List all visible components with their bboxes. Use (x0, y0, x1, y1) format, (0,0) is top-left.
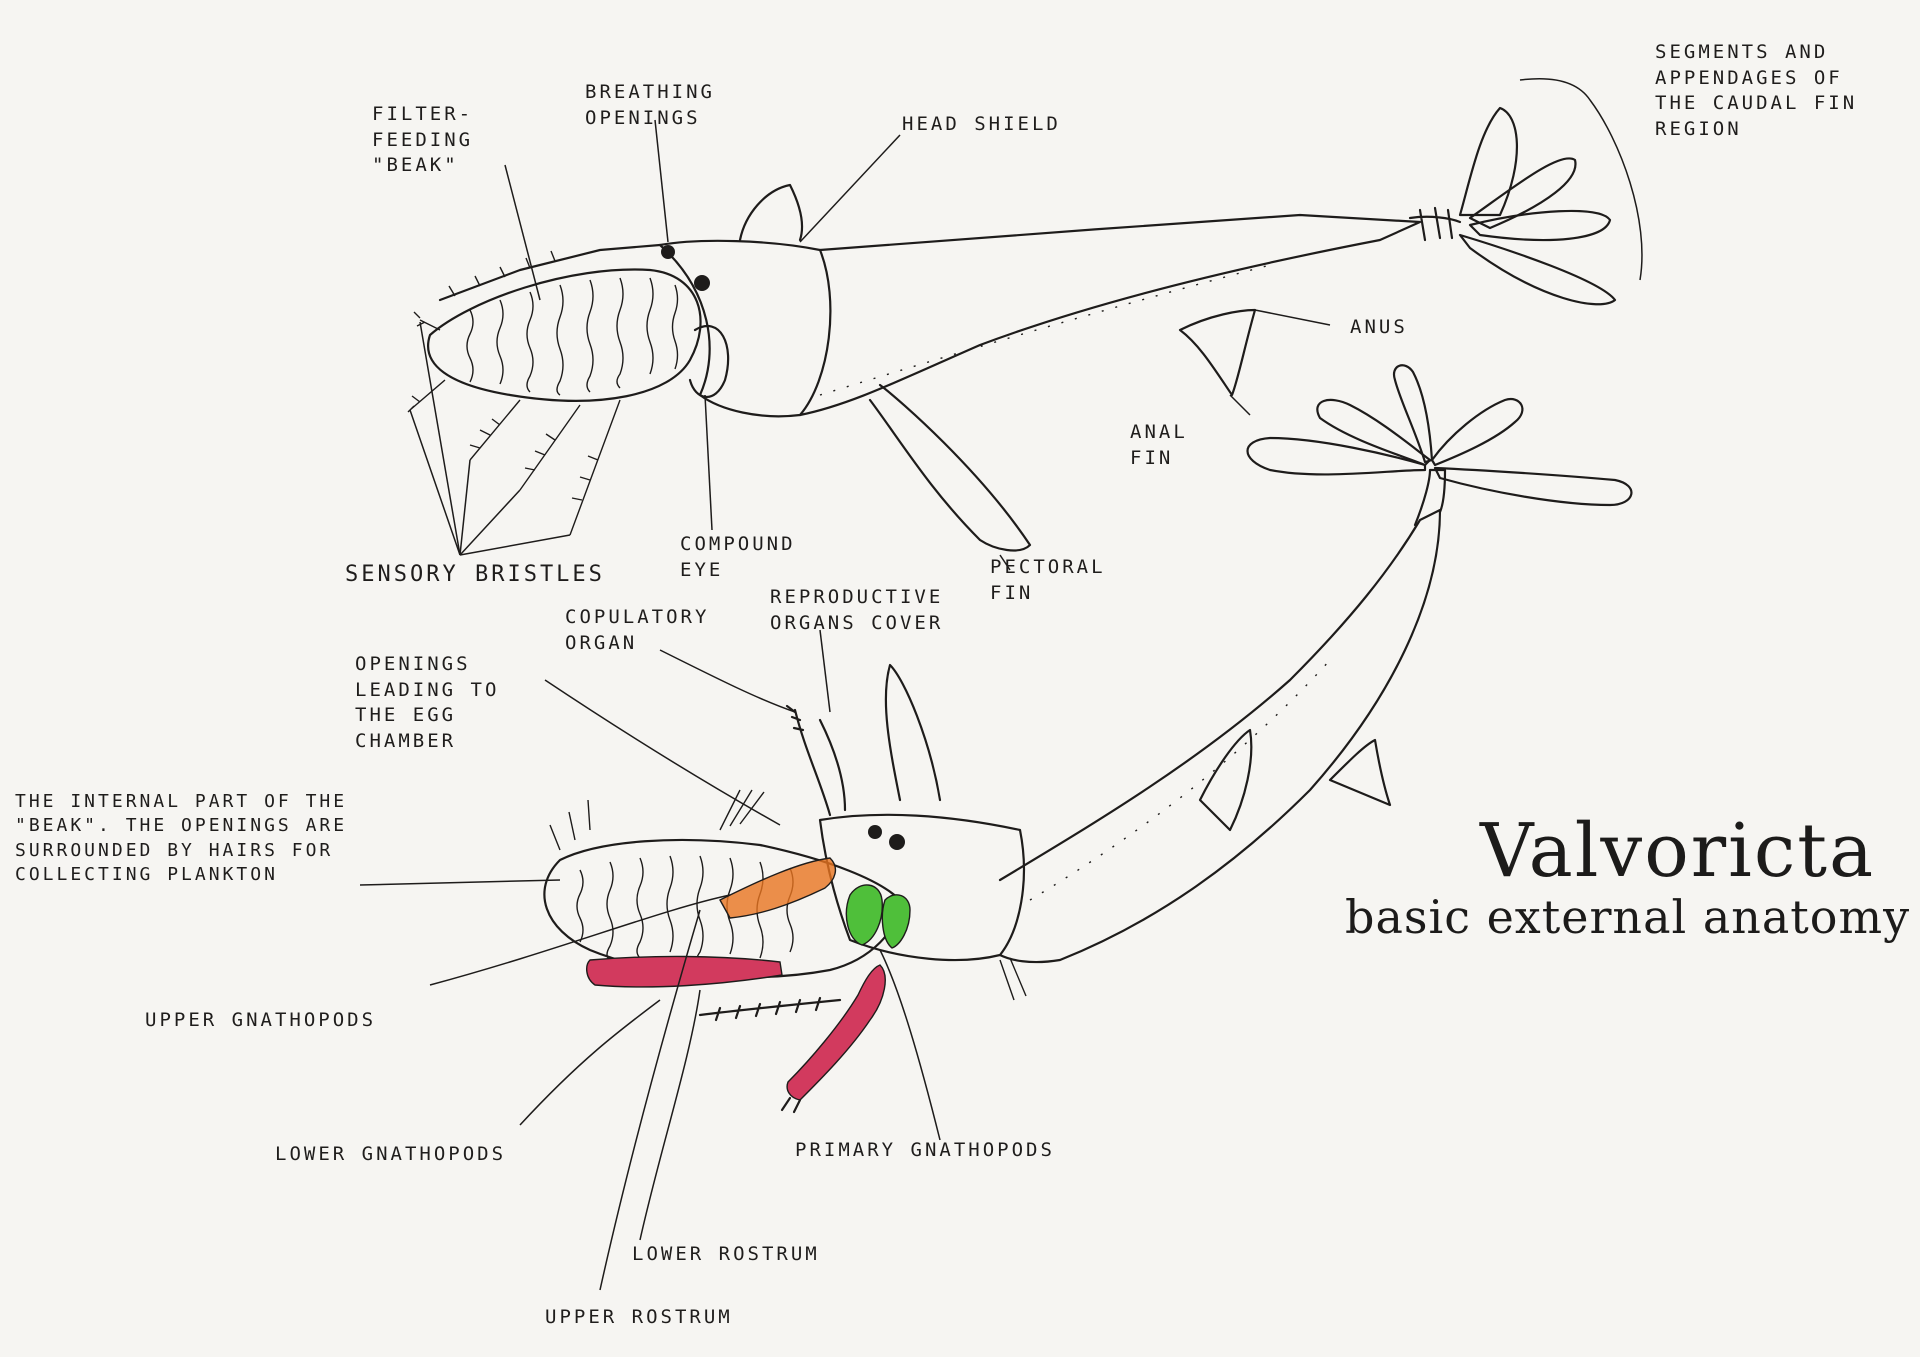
bottom-beak (543, 838, 902, 979)
top-specimen (407, 78, 1643, 571)
leader-upper-rostrum (599, 909, 701, 1291)
top-rostrum (438, 243, 662, 302)
leader-breathing (654, 119, 669, 243)
bottom-lower-gnathopods (698, 996, 842, 1022)
leader-lower-rostrum (639, 989, 701, 1241)
top-beak (427, 268, 702, 402)
bottom-head-shield (818, 813, 1026, 962)
bottom-specimen (359, 364, 1633, 1291)
leader-primary-gnathopods (879, 949, 941, 1141)
top-caudal-fin-1 (1458, 106, 1518, 217)
diagram-subtitle: basic external anatomy (1345, 890, 1911, 944)
bottom-eye-1 (868, 825, 882, 839)
leader-bristles-2 (409, 409, 461, 556)
leader-head-shield (799, 134, 901, 243)
bottom-sensory-bristles (549, 789, 1027, 1001)
leader-bristles-4 (459, 489, 521, 556)
label-filter-feeding-beak: Filter-feeding "Beak" (372, 103, 474, 177)
label-lower-rostrum: Lower rostrum (632, 1243, 820, 1265)
top-caudal-fin-2 (1468, 157, 1577, 230)
label-primary-gnathopods: Primary gnathopods (795, 1139, 1055, 1161)
label-head-shield: Head shield (902, 113, 1061, 135)
top-body (798, 213, 1422, 417)
label-compound-eye: Compound eye (680, 533, 796, 581)
bottom-caudal-fin-1 (1246, 436, 1427, 476)
bottom-pectoral-fin (1198, 728, 1253, 832)
label-anal-fin: Anal fin (1130, 421, 1188, 469)
bottom-dorsal-fin (884, 663, 942, 802)
label-anus: Anus (1350, 316, 1408, 338)
label-breathing-openings: Breathing openings (585, 81, 715, 129)
bottom-body (998, 508, 1442, 964)
leader-pectoral (999, 554, 1011, 571)
bottom-caudal-fin-2 (1316, 398, 1432, 467)
bottom-copulatory-organ (785, 704, 832, 817)
diagram-title: Valvoricta (1480, 808, 1876, 894)
label-reproductive-organs-cover: Reproductive organs cover (770, 586, 944, 634)
top-head-shield (658, 239, 832, 418)
top-eye-1 (661, 245, 675, 259)
leader-beak-internal (359, 879, 561, 886)
top-caudal-fin-4 (1458, 233, 1617, 306)
bottom-anal-fin (1328, 738, 1392, 807)
leader-beak (504, 164, 541, 301)
bottom-primary-gnathopod-pads (845, 884, 883, 946)
label-upper-gnathopods: Upper gnathopods (145, 1009, 377, 1031)
label-copulatory-organ: Copulatory organ (565, 606, 710, 654)
label-beak-internal: The internal part of the "Beak". The ope… (15, 791, 348, 885)
label-egg-chamber-openings: Openings leading to the egg chamber (355, 653, 500, 752)
label-sensory-bristles: Sensory bristles (345, 562, 605, 587)
leader-caudal (1519, 78, 1643, 281)
bottom-reproductive-cover (818, 718, 847, 812)
bottom-rostrum (719, 857, 837, 919)
label-caudal-segments: Segments and appendages of the caudal fi… (1655, 41, 1858, 140)
label-pectoral-fin: Pectoral fin (990, 556, 1106, 604)
top-eye-2 (694, 275, 710, 291)
leader-reproductive (819, 629, 831, 713)
leader-anal-fin (1229, 394, 1251, 416)
leader-bristles-1 (419, 321, 461, 556)
top-sensory-bristles (407, 311, 621, 536)
bottom-eye-2 (889, 834, 905, 850)
label-upper-rostrum: Upper rostrum (545, 1306, 733, 1328)
top-anal-fin (1178, 308, 1257, 397)
leader-copulatory (659, 649, 796, 713)
leader-bristles-3 (459, 459, 471, 556)
leader-bristles-5 (459, 534, 571, 556)
leader-upper-gnathopods (429, 894, 731, 986)
top-dorsal-fin (738, 183, 804, 242)
top-caudal-fin-3 (1468, 209, 1612, 242)
bottom-caudal-fin-3 (1392, 364, 1434, 464)
leader-egg-chamber (544, 679, 781, 826)
leader-lower-gnathopods (519, 999, 661, 1126)
bottom-upper-gnathopods (586, 955, 783, 988)
top-compound-eye (688, 324, 730, 398)
top-pectoral-fin (868, 383, 1032, 552)
label-lower-gnathopods: Lower gnathopods (275, 1143, 507, 1165)
leader-compound-eye (704, 394, 713, 531)
bottom-caudal-fin-5 (1433, 466, 1633, 507)
top-beak-stripes (466, 277, 679, 396)
bottom-caudal-fin-4 (1430, 397, 1524, 467)
leader-anus (1254, 309, 1331, 326)
